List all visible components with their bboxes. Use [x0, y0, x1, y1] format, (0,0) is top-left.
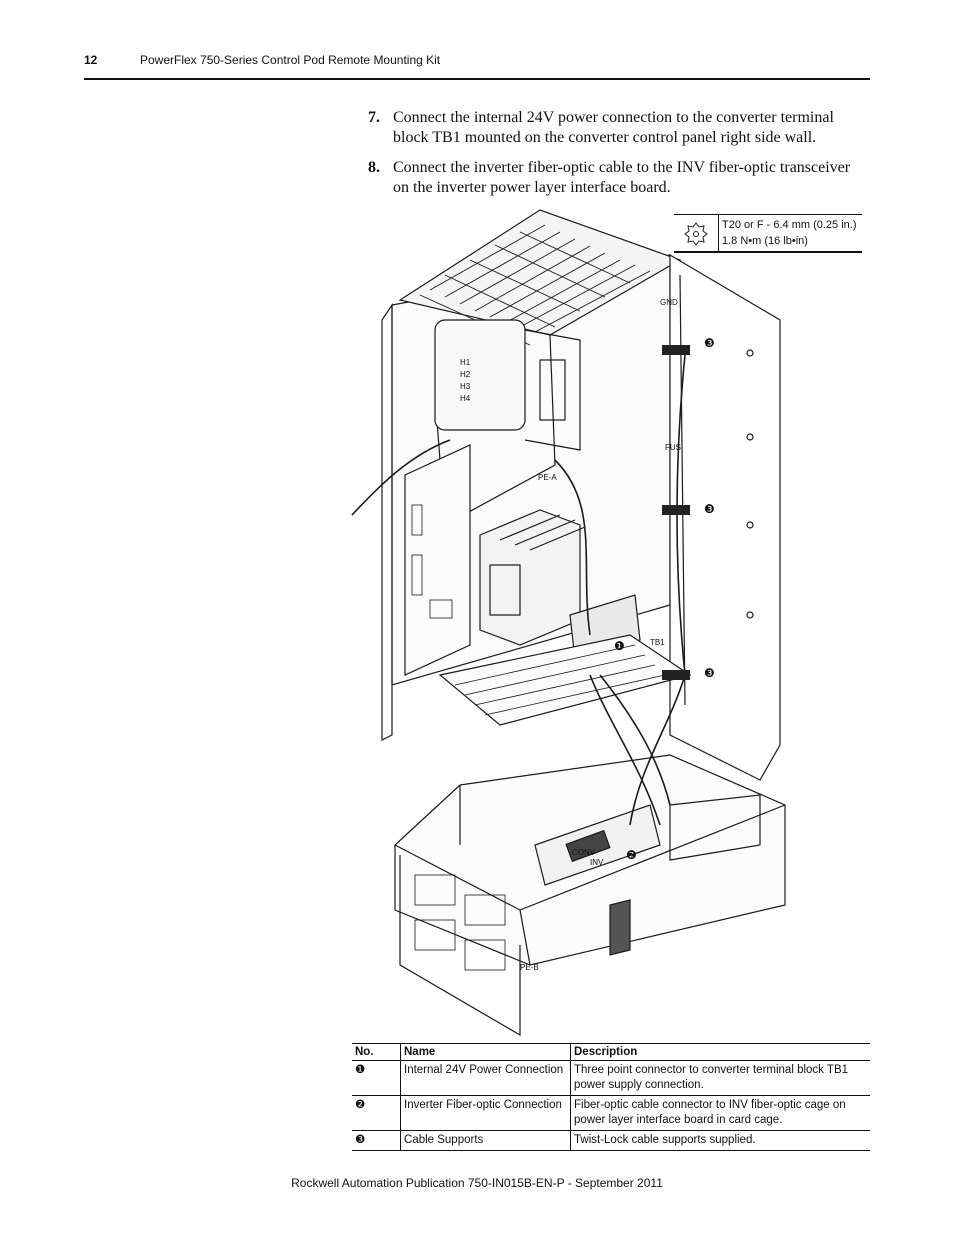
pe-a-label: PE-A: [538, 473, 557, 482]
table-row: ❸ Cable Supports Twist-Lock cable suppor…: [352, 1130, 870, 1151]
torque-bit-size: T20 or F - 6.4 mm (0.25 in.): [722, 219, 857, 231]
callout-3-middle: ❸: [704, 502, 715, 516]
torque-spec: T20 or F - 6.4 mm (0.25 in.) 1.8 N•m (16…: [674, 214, 862, 253]
h1-label: H1: [460, 358, 471, 367]
table-header-row: No. Name Description: [352, 1043, 870, 1061]
page-number: 12: [84, 53, 98, 67]
step-number: 7.: [368, 109, 380, 126]
h4-label: H4: [460, 394, 471, 403]
tb1-label: TB1: [650, 638, 665, 647]
instruction-steps: 7. Connect the internal 24V power connec…: [368, 108, 868, 208]
step-text: Connect the internal 24V power connectio…: [393, 109, 834, 146]
callout-3-top: ❸: [704, 336, 715, 350]
table-row: ❶ Internal 24V Power Connection Three po…: [352, 1060, 870, 1096]
row-description: Fiber-optic cable connector to INV fiber…: [570, 1095, 870, 1131]
page-footer: Rockwell Automation Publication 750-IN01…: [0, 1176, 954, 1190]
column-header-no: No.: [352, 1043, 401, 1061]
row-name: Cable Supports: [400, 1130, 571, 1151]
row-number: ❶: [352, 1060, 401, 1096]
publication-info: Rockwell Automation Publication 750-IN01…: [291, 1176, 663, 1190]
page-header: 12 PowerFlex 750-Series Control Pod Remo…: [84, 50, 870, 80]
step-text: Connect the inverter fiber-optic cable t…: [393, 159, 851, 196]
row-number: ❸: [352, 1130, 401, 1151]
row-description: Three point connector to converter termi…: [570, 1060, 870, 1096]
callout-3-bottom: ❸: [704, 666, 715, 680]
torx-bit-icon: [674, 215, 719, 251]
row-name: Inverter Fiber-optic Connection: [400, 1095, 571, 1131]
row-description: Twist-Lock cable supports supplied.: [570, 1130, 870, 1151]
gnd-label: GND: [660, 298, 678, 307]
pe-b-label: PE-B: [520, 963, 539, 972]
running-title: PowerFlex 750-Series Control Pod Remote …: [140, 53, 441, 67]
h2-label: H2: [460, 370, 471, 379]
row-name: Internal 24V Power Connection: [400, 1060, 571, 1096]
conv-label: CONV: [572, 848, 596, 857]
callout-2: ❷: [626, 848, 637, 862]
callout-1: ❶: [614, 639, 625, 653]
table-row: ❷ Inverter Fiber-optic Connection Fiber-…: [352, 1095, 870, 1131]
control-pod-illustration: GND FUS TB1 PE-A CONV INV PE-B H1 H2 H3 …: [351, 209, 786, 1037]
step-7: 7. Connect the internal 24V power connec…: [368, 108, 868, 148]
torque-value: 1.8 N•m (16 lb•in): [722, 235, 808, 247]
row-number: ❷: [352, 1095, 401, 1131]
inv-label: INV: [590, 858, 604, 867]
step-number: 8.: [368, 159, 380, 176]
torque-values: T20 or F - 6.4 mm (0.25 in.) 1.8 N•m (16…: [722, 217, 856, 249]
column-header-description: Description: [570, 1043, 870, 1061]
parts-table: No. Name Description ❶ Internal 24V Powe…: [352, 1043, 870, 1151]
h3-label: H3: [460, 382, 471, 391]
fus-label: FUS: [665, 443, 681, 452]
step-8: 8. Connect the inverter fiber-optic cabl…: [368, 158, 868, 198]
column-header-name: Name: [400, 1043, 571, 1061]
